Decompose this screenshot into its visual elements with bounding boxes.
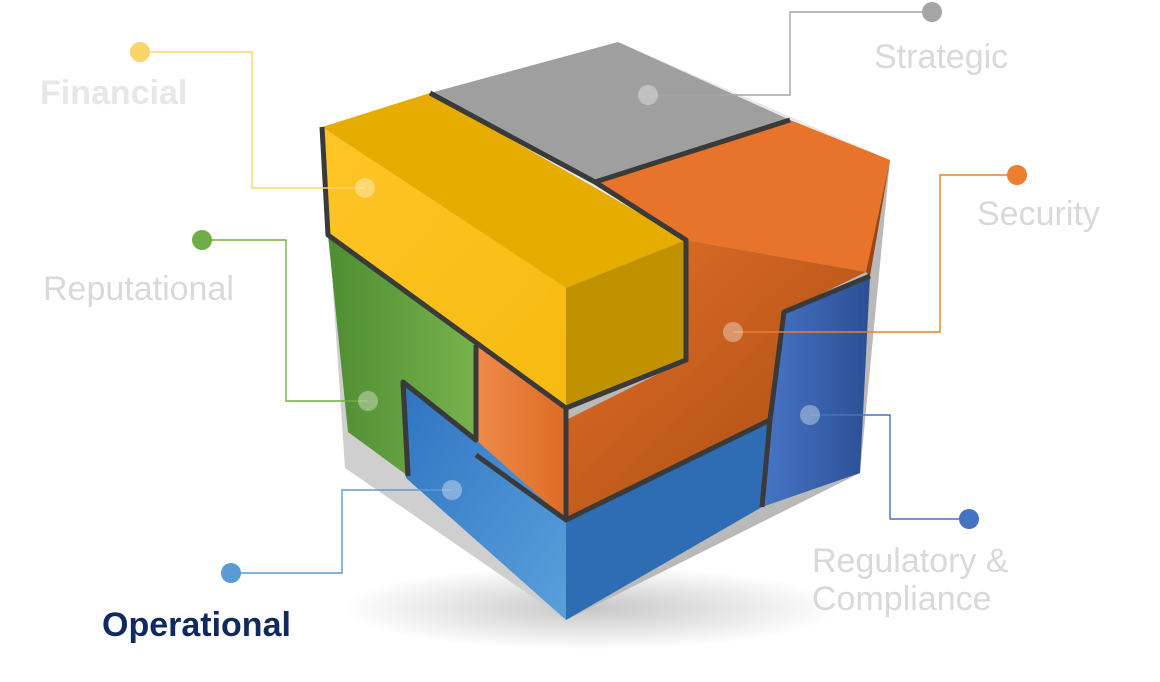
connector-dot-regulatory [959, 509, 979, 529]
security-block-right [566, 240, 866, 520]
label-regulatory-line-2: Compliance [812, 580, 992, 619]
block-seams [319, 90, 871, 523]
operational-block-right [566, 420, 770, 620]
security-block-front [476, 345, 566, 520]
financial-block-front [322, 127, 566, 408]
connector-end-dot-regulatory [800, 405, 820, 425]
regulatory-block [762, 276, 870, 507]
label-regulatory-compliance: Regulatory & Compliance [812, 542, 1009, 618]
label-operational: Operational [102, 606, 291, 644]
connector-dot-reputational [192, 230, 212, 250]
connector-dot-operational [221, 563, 241, 583]
connector-line-financial [140, 51, 365, 189]
connector-end-dot-financial [355, 178, 375, 198]
connector-end-dot-strategic [638, 85, 658, 105]
connector-dot-financial [130, 42, 150, 62]
connector-line-strategic [648, 11, 932, 96]
connector-dot-security [1007, 165, 1027, 185]
security-block-edge [866, 160, 890, 276]
connector-line-regulatory [810, 414, 969, 520]
financial-block-side [566, 240, 686, 408]
label-financial: Financial [40, 74, 188, 112]
connector-end-dot-operational [442, 480, 462, 500]
connector-group [130, 2, 1027, 583]
connector-line-reputational [202, 239, 368, 402]
label-strategic: Strategic [874, 38, 1009, 76]
connector-line-security [733, 174, 1017, 333]
reputational-block [328, 235, 476, 476]
connector-end-dot-reputational [358, 391, 378, 411]
security-block-top [595, 120, 890, 272]
financial-block-top [322, 93, 686, 288]
label-regulatory-line-1: Regulatory & [812, 542, 1009, 580]
label-security: Security [977, 195, 1100, 233]
connector-end-dot-security [723, 322, 743, 342]
operational-block-front [403, 382, 566, 620]
label-reputational: Reputational [43, 270, 234, 308]
connector-line-operational [231, 489, 452, 574]
connector-dot-strategic [922, 2, 942, 22]
